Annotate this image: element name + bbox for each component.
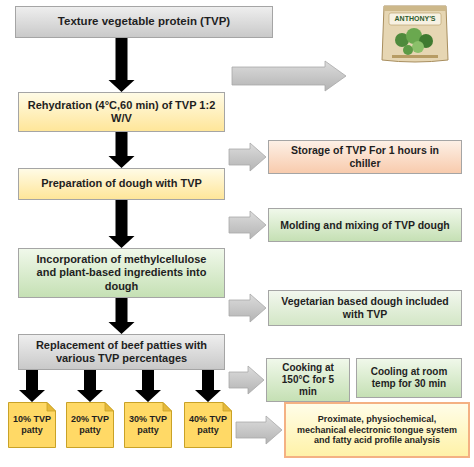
node-text: Vegetarian based dough included with TVP [276,295,454,320]
side-arrow [229,294,266,322]
node-text: 40% TVP patty [186,414,230,436]
node-text: Proximate, physiochemical, mechanical el… [293,414,461,446]
side-step-box: Vegetarian based dough included with TVP [268,290,462,326]
flow-arrow [19,370,45,402]
analysis-box: Proximate, physiochemical, mechanical el… [284,402,470,458]
flow-arrow [77,370,103,402]
product-bag [382,6,448,62]
process-box: Replacement of beef patties with various… [18,334,225,370]
node-text: Replacement of beef patties with various… [26,339,217,365]
side-arrow [236,416,282,444]
node-text: Rehydration (4°C,60 min) of TVP 1:2 W/V [26,99,217,125]
tag-fold [47,403,56,412]
node-text: Texture vegetable protein (TVP) [58,15,230,29]
node-text: Cooking at 150°C for 5 min [274,362,342,398]
pointer-arrow [232,61,346,91]
side-arrow [229,211,266,239]
side-step-box: Cooling at room temp for 30 min [356,358,462,398]
node-text: Storage of TVP For 1 hours in chiller [276,144,454,169]
process-box: Rehydration (4°C,60 min) of TVP 1:2 W/V [18,92,225,132]
node-text: 20% TVP patty [68,414,112,436]
tag-fold [105,403,114,412]
flow-arrow [135,370,161,402]
tag-fold [223,403,232,412]
side-arrow [229,366,264,394]
flow-arrow [109,132,135,168]
tag-fill [185,403,232,448]
brand-label: ANTHONY'S [389,15,441,22]
patty-tag: 10% TVP patty [8,402,56,448]
side-arrow [229,143,266,171]
tag-fill [67,403,114,448]
node-text: Cooling at room temp for 30 min [364,366,454,390]
process-box: Preparation of dough with TVP [18,168,225,200]
process-box: Texture vegetable protein (TVP) [15,6,273,38]
node-text: Preparation of dough with TVP [41,177,202,190]
node-text: 30% TVP patty [126,414,170,436]
flow-arrow [109,200,135,248]
flow-arrow [109,298,135,334]
node-text: 10% TVP patty [10,414,54,436]
side-step-box: Cooking at 150°C for 5 min [266,358,350,402]
side-step-box: Storage of TVP For 1 hours in chiller [268,140,462,174]
tag-fill [9,403,56,448]
node-text: Incorporation of methylcellulose and pla… [26,253,217,293]
flow-arrow [195,370,221,402]
flow-arrow [109,38,135,92]
patty-tag: 30% TVP patty [124,402,172,448]
patty-tag: 40% TVP patty [184,402,232,448]
tag-fill [125,403,172,448]
side-step-box: Molding and mixing of TVP dough [268,208,462,242]
tag-fold [163,403,172,412]
node-text: Molding and mixing of TVP dough [280,219,450,232]
patty-tag: 20% TVP patty [66,402,114,448]
process-box: Incorporation of methylcellulose and pla… [18,248,225,298]
